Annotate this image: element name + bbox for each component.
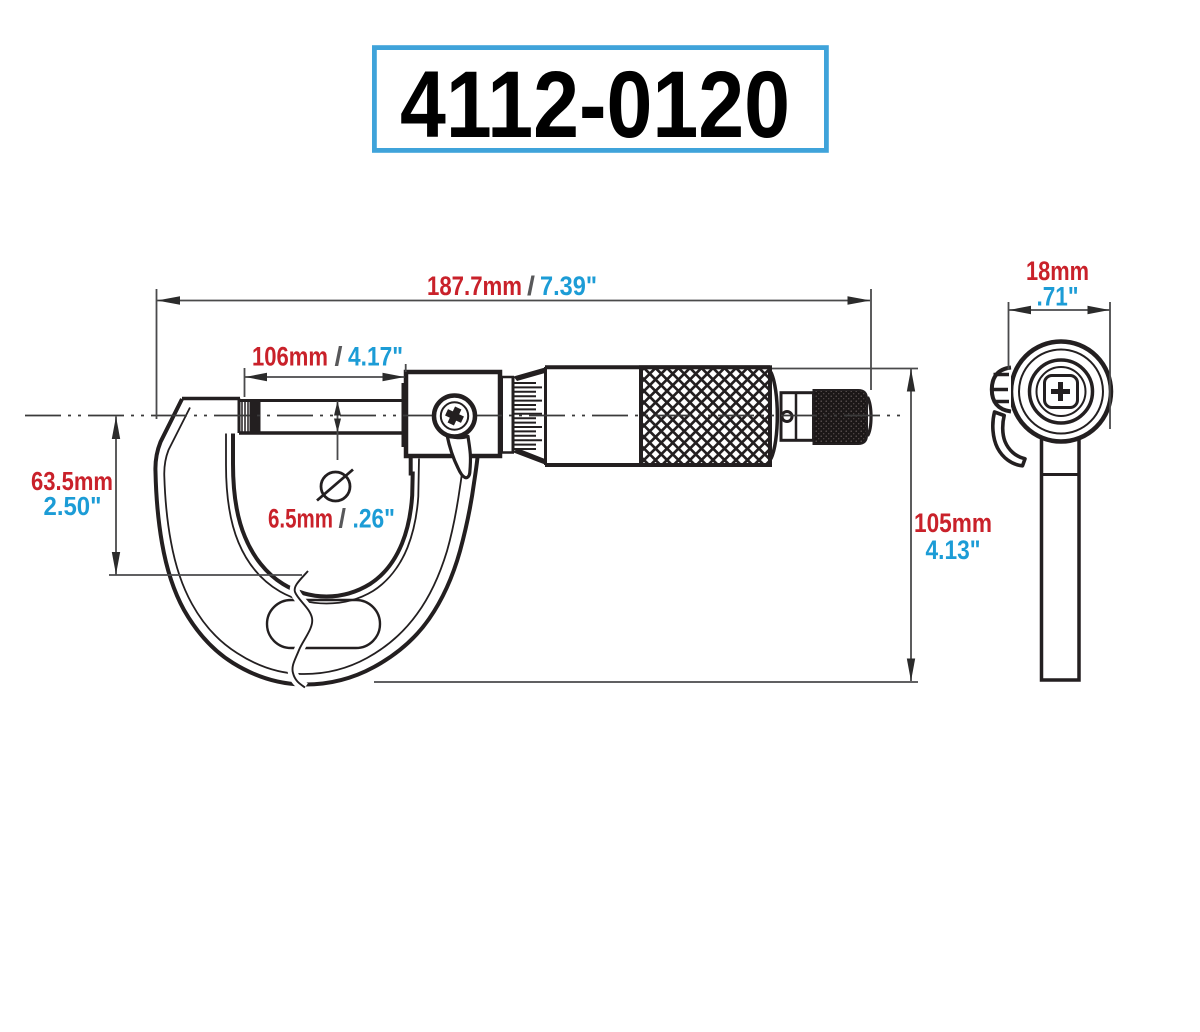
svg-text:/: / <box>339 504 347 534</box>
svg-text:187.7mm: 187.7mm <box>427 271 522 301</box>
svg-text:/: / <box>527 271 536 301</box>
svg-text:105mm: 105mm <box>914 508 992 538</box>
svg-text:2.50": 2.50" <box>44 491 102 521</box>
svg-text:/: / <box>335 342 344 372</box>
svg-text:6.5mm: 6.5mm <box>268 504 333 534</box>
svg-text:106mm: 106mm <box>252 342 328 372</box>
svg-text:.71": .71" <box>1037 282 1079 312</box>
svg-text:4.13": 4.13" <box>926 535 981 565</box>
svg-text:4.17": 4.17" <box>348 342 403 372</box>
svg-text:63.5mm: 63.5mm <box>31 466 113 496</box>
svg-text:18mm: 18mm <box>1026 256 1089 286</box>
svg-text:.26": .26" <box>353 504 396 534</box>
svg-text:7.39": 7.39" <box>540 271 597 301</box>
svg-text:4112-0120: 4112-0120 <box>400 52 790 158</box>
